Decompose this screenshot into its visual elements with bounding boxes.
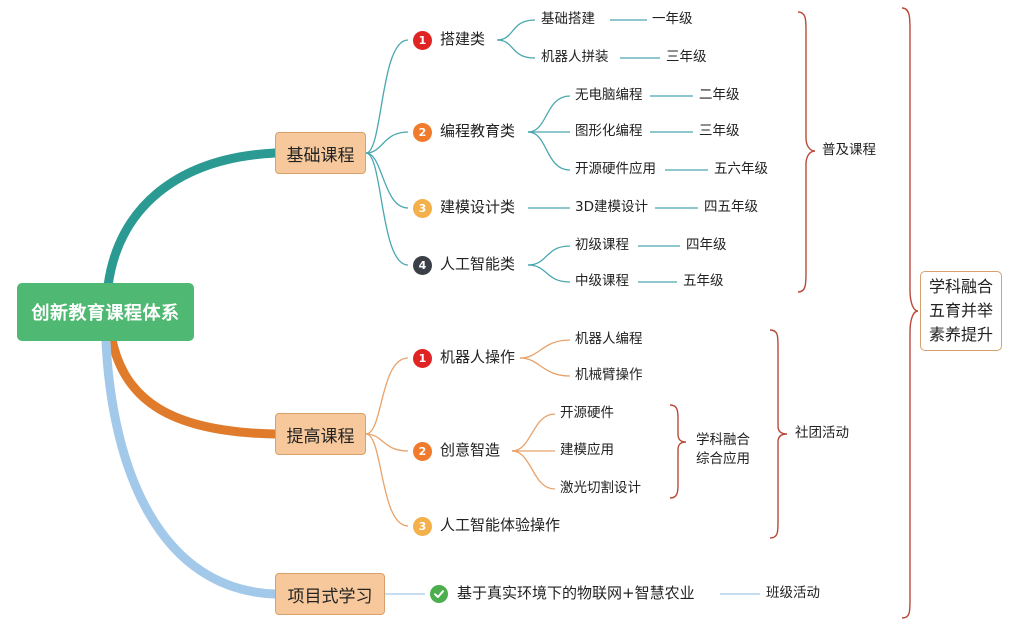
number-badge-1: 1 — [413, 349, 432, 368]
number-badge-4: 4 — [413, 256, 432, 275]
grade-label: 三年级 — [699, 123, 740, 139]
brace-label-club: 社团活动 — [795, 425, 849, 441]
leaf-open-hardware-adv[interactable]: 开源硬件 — [560, 405, 614, 421]
brace-label-integration-line2: 综合应用 — [696, 451, 750, 467]
node-creative-making[interactable]: 创意智造 — [440, 441, 501, 459]
grade-label: 四年级 — [686, 237, 727, 253]
leaf-graphical-coding[interactable]: 图形化编程 — [575, 123, 643, 139]
leaf-open-hardware[interactable]: 开源硬件应用 — [575, 161, 656, 177]
node-iot-agriculture[interactable]: 基于真实环境下的物联网+智慧农业 — [457, 584, 695, 602]
leaf-basic-building[interactable]: 基础搭建 — [541, 11, 595, 27]
number-badge-1: 1 — [413, 31, 432, 50]
number-badge-3: 3 — [413, 199, 432, 218]
category-basic[interactable]: 基础课程 — [275, 132, 366, 174]
node-ai-experience[interactable]: 人工智能体验操作 — [440, 516, 561, 534]
number-badge-2: 2 — [413, 442, 432, 461]
summary-line: 五育并举 — [928, 301, 993, 320]
category-advanced[interactable]: 提高课程 — [275, 413, 366, 455]
node-ai[interactable]: 人工智能类 — [440, 255, 516, 273]
node-modeling[interactable]: 建模设计类 — [440, 198, 516, 216]
leaf-robot-arm[interactable]: 机械臂操作 — [575, 367, 643, 383]
grade-label: 五年级 — [683, 273, 724, 289]
brace-label-integration-line1: 学科融合 — [696, 432, 750, 448]
grade-label: 一年级 — [652, 11, 693, 27]
grade-label: 三年级 — [666, 49, 707, 65]
leaf-laser-cutting[interactable]: 激光切割设计 — [560, 480, 641, 496]
leaf-unplugged-coding[interactable]: 无电脑编程 — [575, 87, 643, 103]
grade-label: 五六年级 — [714, 161, 768, 177]
summary-line: 素养提升 — [928, 325, 993, 344]
node-robot-operation[interactable]: 机器人操作 — [440, 348, 516, 366]
category-project[interactable]: 项目式学习 — [275, 573, 385, 615]
node-building[interactable]: 搭建类 — [440, 30, 486, 48]
leaf-robot-programming[interactable]: 机器人编程 — [575, 331, 643, 347]
leaf-ai-beginner[interactable]: 初级课程 — [575, 237, 629, 253]
root-node[interactable]: 创新教育课程体系 — [17, 283, 194, 341]
leaf-robot-assembly[interactable]: 机器人拼装 — [541, 49, 609, 65]
grade-label: 四五年级 — [704, 199, 758, 215]
leaf-3d-modeling[interactable]: 3D建模设计 — [575, 199, 648, 215]
number-badge-3: 3 — [413, 517, 432, 536]
node-programming[interactable]: 编程教育类 — [440, 122, 516, 140]
check-icon — [430, 585, 448, 603]
label-class-activity: 班级活动 — [766, 585, 820, 601]
brace-label-popular: 普及课程 — [822, 142, 876, 158]
leaf-ai-intermediate[interactable]: 中级课程 — [575, 273, 629, 289]
grade-label: 二年级 — [699, 87, 740, 103]
summary-line: 学科融合 — [928, 277, 993, 296]
summary-box[interactable]: 学科融合 五育并举 素养提升 — [920, 271, 1002, 351]
number-badge-2: 2 — [413, 123, 432, 142]
leaf-modeling-application[interactable]: 建模应用 — [560, 442, 614, 458]
